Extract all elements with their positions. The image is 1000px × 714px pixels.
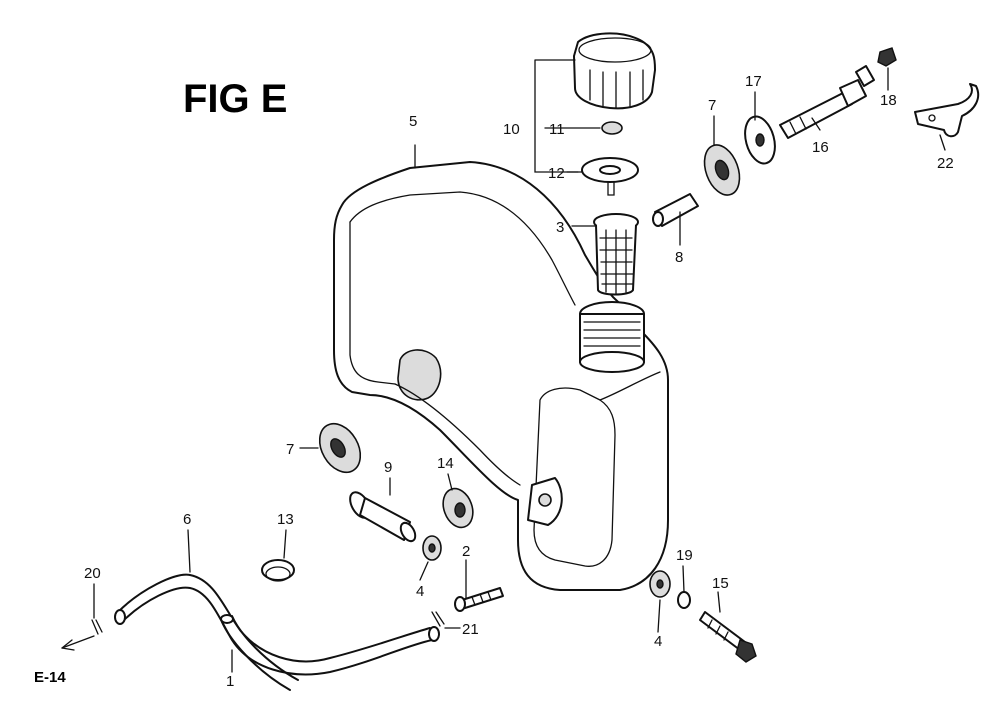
washer [744,115,776,165]
hose-clamp [261,559,295,582]
fuel-strainer [593,213,639,296]
grommet-upper [703,144,741,196]
callout-11: 11 [549,121,565,138]
washer-lower [677,591,691,609]
cap-seal [601,121,623,135]
callout-21: 21 [462,621,479,638]
callout-5: 5 [409,113,417,130]
rubber-grommet [442,487,474,529]
callout-14: 14 [437,455,454,472]
callout-3: 3 [556,219,564,236]
callout-2: 2 [462,543,470,560]
callout-9: 9 [384,459,392,476]
hose-clip-left [91,619,103,635]
callout-20: 20 [84,565,101,582]
callout-4-right: 4 [654,633,662,650]
nut-right [649,570,671,598]
fuel-tank [333,161,669,591]
callout-13: 13 [277,511,294,528]
hose-clip [431,611,445,627]
bracket [914,83,980,138]
callout-12: 12 [548,165,565,182]
callout-7-lower: 7 [286,441,294,458]
callout-16: 16 [812,139,829,156]
bolt-right [699,611,757,663]
nut [877,47,897,67]
nut-left [422,535,442,561]
collar [652,193,699,227]
leader-lines [61,59,946,673]
callout-10: 10 [503,121,520,138]
callout-7-upper: 7 [708,97,716,114]
callout-8: 8 [675,249,683,266]
callout-6: 6 [183,511,191,528]
callout-4-left: 4 [416,583,424,600]
grommet-lower [318,422,362,474]
callout-18: 18 [880,92,897,109]
bolt-lower [454,587,504,612]
fuel-hose [114,573,440,691]
fuel-cap [573,32,656,110]
callout-17: 17 [745,73,762,90]
bolt [779,65,875,139]
callout-1: 1 [226,673,234,690]
callout-15: 15 [712,575,729,592]
collar-bolt [349,491,417,543]
callout-22: 22 [937,155,954,172]
cap-gasket [581,157,639,196]
figure-title: FIG E [183,77,287,121]
reference-label: E-14 [34,669,66,686]
callout-19: 19 [676,547,693,564]
